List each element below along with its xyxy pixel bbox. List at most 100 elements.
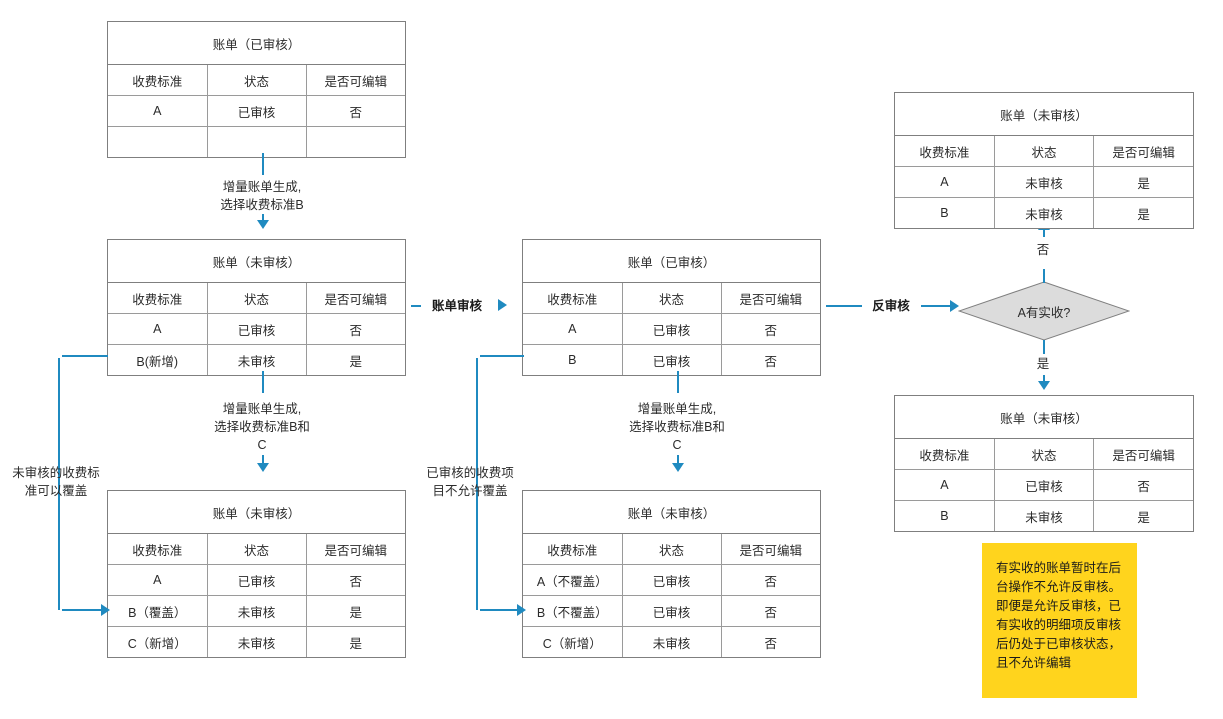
cell: 已审核 — [206, 564, 307, 596]
connector-line — [677, 455, 679, 465]
edge-label-unaudit: 反审核 — [872, 299, 910, 313]
cell: 否 — [305, 564, 405, 596]
table-title: 账单（未审核） — [895, 396, 1193, 439]
header-cell: 收费标准 — [108, 64, 208, 96]
table-row — [108, 126, 405, 157]
cell: 已审核 — [621, 344, 722, 375]
connector-line — [480, 355, 524, 357]
cell — [305, 126, 405, 157]
cell: B(新增) — [108, 344, 208, 375]
header-cell: 是否可编辑 — [1093, 135, 1193, 167]
cell: 是 — [305, 595, 405, 627]
header-cell: 是否可编辑 — [720, 533, 820, 565]
connector-line — [826, 305, 862, 307]
cell: C（新增） — [523, 626, 623, 657]
table-title: 账单（未审核） — [108, 491, 405, 534]
header-cell: 收费标准 — [895, 438, 995, 470]
table-row: B（不覆盖） 已审核 否 — [523, 595, 820, 627]
cell: B — [895, 197, 995, 228]
edge-label-audit: 账单审核 — [431, 299, 482, 313]
connector-line — [1043, 340, 1045, 354]
header-cell: 是否可编辑 — [305, 533, 405, 565]
connector-line — [921, 305, 953, 307]
cell: 未审核 — [993, 500, 1095, 531]
header-cell: 收费标准 — [895, 135, 995, 167]
header-cell: 收费标准 — [108, 282, 208, 314]
table-title: 账单（未审核） — [523, 491, 820, 534]
table-row: A 未审核 是 — [895, 166, 1193, 198]
edge-label-gen-b: 增量账单生成, 选择收费标准B — [220, 180, 304, 212]
connector-line — [262, 214, 264, 222]
table-title: 账单（已审核） — [108, 22, 405, 65]
cell: 已审核 — [993, 469, 1095, 501]
edge-label-gen-bc-mid: 增量账单生成, 选择收费标准B和 C — [629, 402, 725, 452]
connector-line — [480, 609, 520, 611]
arrow-down-icon — [257, 220, 269, 229]
cell: 否 — [305, 95, 405, 127]
header-cell: 状态 — [206, 533, 307, 565]
cell: 否 — [1093, 469, 1193, 501]
connector-line — [1043, 269, 1045, 283]
cell: 是 — [305, 344, 405, 375]
sticky-note: 有实收的账单暂时在后 台操作不允许反审核。 即便是允许反审核，已 有实收的明细项… — [982, 543, 1137, 698]
table-title: 账单（已审核） — [523, 240, 820, 283]
table-row: A 已审核 否 — [895, 469, 1193, 501]
arrow-right-icon — [101, 604, 110, 616]
table-row: A 已审核 否 — [108, 313, 405, 345]
table-row: B 未审核 是 — [895, 500, 1193, 531]
cell: 未审核 — [206, 595, 307, 627]
arrow-down-icon — [257, 463, 269, 472]
decision-a-has-receipt: A有实收? — [957, 281, 1131, 341]
connector-line — [262, 455, 264, 465]
table-bill-unaudited-both: 账单（未审核） 收费标准 状态 是否可编辑 A 未审核 是 B 未审核 是 — [894, 92, 1194, 229]
cell: B（覆盖） — [108, 595, 208, 627]
table-row: B 已审核 否 — [523, 344, 820, 375]
cell: 未审核 — [206, 626, 307, 657]
connector-line — [677, 371, 679, 393]
cell — [206, 126, 307, 157]
cell: 已审核 — [206, 95, 307, 127]
cell — [108, 126, 208, 157]
cell: 否 — [720, 344, 820, 375]
table-bill-unaudited-a-kept: 账单（未审核） 收费标准 状态 是否可编辑 A 已审核 否 B 未审核 是 — [894, 395, 1194, 532]
arrow-down-icon — [1038, 381, 1050, 390]
arrow-right-icon — [950, 300, 959, 312]
header-cell: 状态 — [206, 282, 307, 314]
table-row: B 未审核 是 — [895, 197, 1193, 228]
header-cell: 是否可编辑 — [720, 282, 820, 314]
table-row: B（覆盖） 未审核 是 — [108, 595, 405, 627]
cell: A — [895, 166, 995, 198]
cell: 否 — [720, 313, 820, 345]
arrow-right-icon — [498, 299, 507, 311]
connector-line — [62, 609, 104, 611]
edge-label-no: 否 — [1036, 243, 1050, 257]
edge-label-left-overwrite: 未审核的收费标 准可以覆盖 — [12, 466, 100, 498]
connector-line — [58, 358, 60, 610]
table-bill-unaudited-b-added: 账单（未审核） 收费标准 状态 是否可编辑 A 已审核 否 B(新增) 未审核 … — [107, 239, 406, 376]
connector-line — [262, 371, 264, 393]
table-bill-unaudited-no-overwrite: 账单（未审核） 收费标准 状态 是否可编辑 A（不覆盖） 已审核 否 B（不覆盖… — [522, 490, 821, 658]
header-cell: 状态 — [993, 135, 1095, 167]
arrow-down-icon — [672, 463, 684, 472]
table-row: A 已审核 否 — [523, 313, 820, 345]
cell: 是 — [1093, 500, 1193, 531]
header-cell: 状态 — [206, 64, 307, 96]
header-cell: 是否可编辑 — [305, 64, 405, 96]
cell: 已审核 — [621, 313, 722, 345]
cell: 未审核 — [206, 344, 307, 375]
cell: 否 — [720, 595, 820, 627]
cell: B（不覆盖） — [523, 595, 623, 627]
table-bill-audited-initial: 账单（已审核） 收费标准 状态 是否可编辑 A 已审核 否 — [107, 21, 406, 158]
connector-line — [476, 358, 478, 610]
header-cell: 状态 — [621, 282, 722, 314]
header-cell: 收费标准 — [523, 533, 623, 565]
diamond-shape — [957, 281, 1131, 341]
connector-line — [62, 355, 108, 357]
cell: A — [108, 564, 208, 596]
header-cell: 状态 — [993, 438, 1095, 470]
cell: A — [108, 95, 208, 127]
cell: 已审核 — [621, 564, 722, 596]
cell: 是 — [1093, 166, 1193, 198]
table-row: B(新增) 未审核 是 — [108, 344, 405, 375]
